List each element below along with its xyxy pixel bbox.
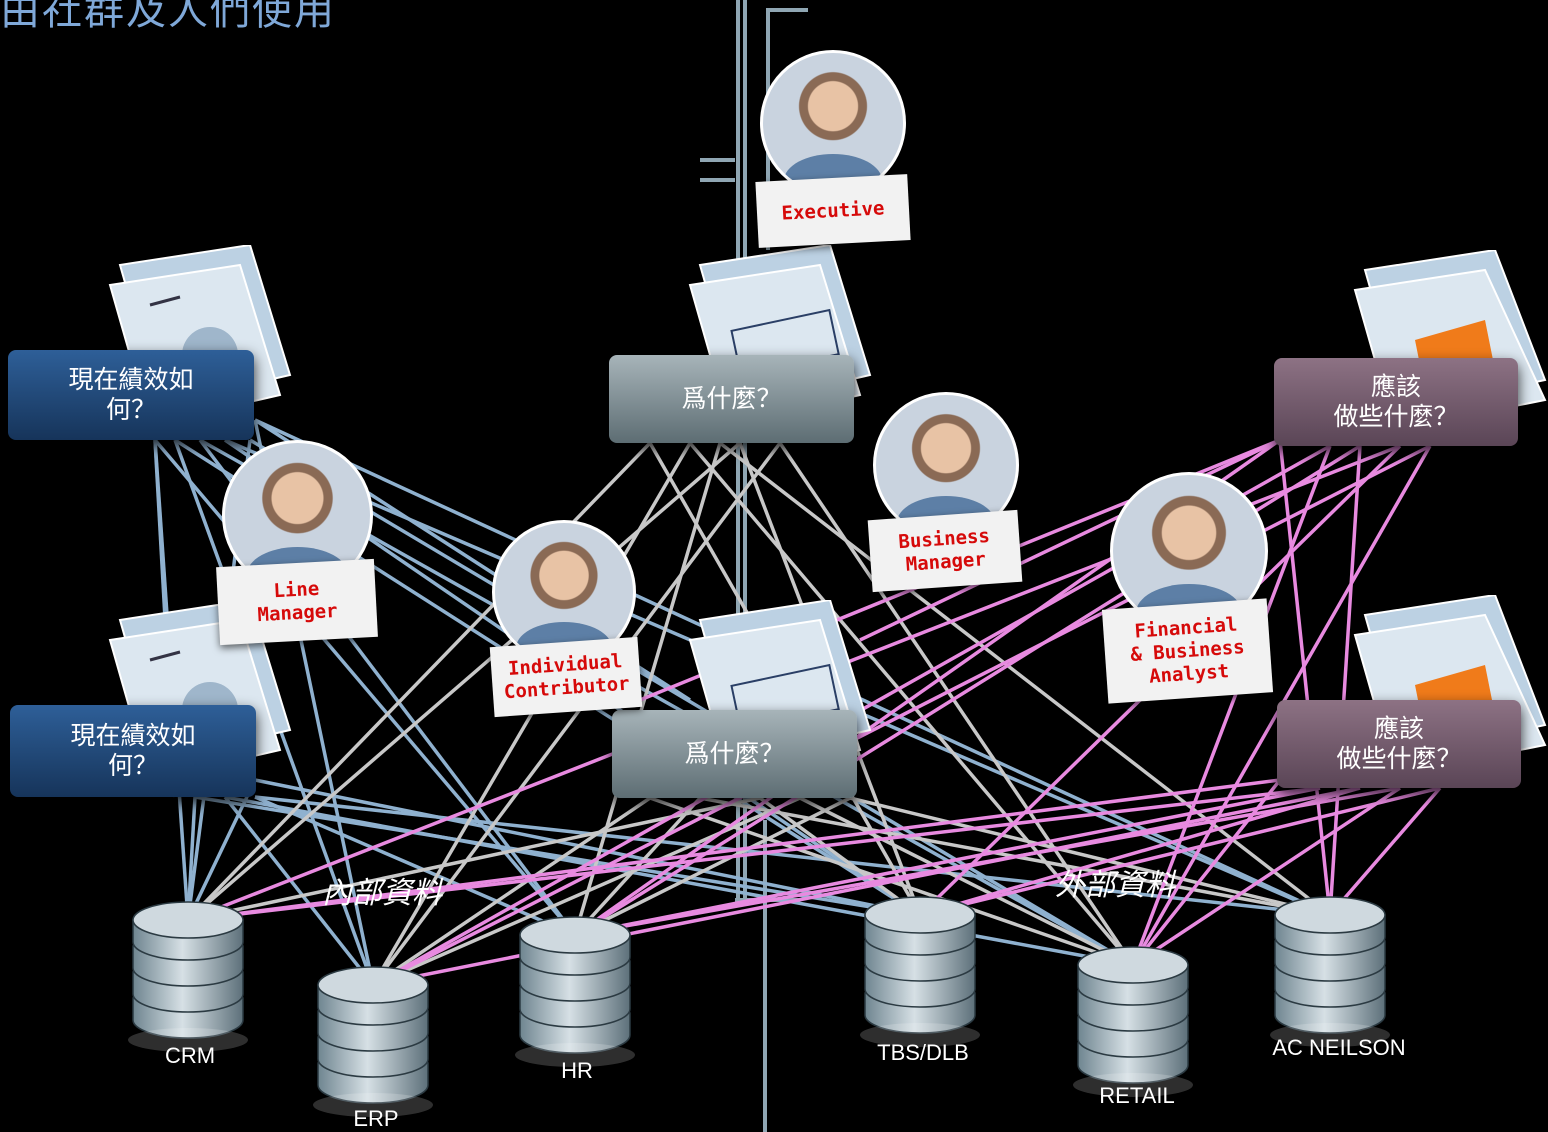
connection-line bbox=[187, 786, 1321, 922]
erp-label: ERP bbox=[353, 1106, 399, 1131]
connection-line bbox=[574, 786, 1321, 937]
connection-line bbox=[919, 786, 1361, 917]
retail-label: RETAIL bbox=[1099, 1083, 1175, 1108]
connection-line bbox=[371, 441, 782, 987]
connection-line bbox=[372, 796, 801, 987]
hr-label: HR bbox=[561, 1058, 593, 1083]
how-performing-box: 現在績效如 何？ bbox=[10, 705, 256, 797]
connection-line bbox=[187, 796, 761, 922]
connection-line bbox=[372, 796, 651, 987]
what-to-do-box: 應該 做些什麼？ bbox=[1277, 700, 1521, 788]
connection-line bbox=[223, 795, 375, 987]
connection-line bbox=[254, 795, 576, 937]
connection-line bbox=[1132, 786, 1401, 967]
database-icon-tbs bbox=[860, 896, 980, 1047]
connection-line bbox=[186, 796, 197, 921]
connection-line bbox=[254, 795, 1331, 917]
connection-line bbox=[849, 796, 1331, 917]
database-icon-crm bbox=[128, 901, 248, 1052]
database-icon-acn bbox=[1270, 896, 1390, 1047]
page-title: 由社群及人們使用 bbox=[0, 0, 336, 34]
connection-line bbox=[1328, 786, 1442, 917]
connection-line bbox=[574, 796, 851, 937]
connection-line bbox=[919, 786, 1441, 917]
connection-line bbox=[859, 438, 1281, 642]
connection-line bbox=[718, 441, 1332, 917]
connection-line bbox=[574, 786, 1401, 937]
internal-data-label: 內部資料 bbox=[322, 876, 442, 911]
why-box: 爲什麼？ bbox=[612, 710, 857, 798]
connection-line bbox=[186, 779, 257, 921]
connection-line bbox=[224, 795, 1134, 967]
tbs-dlb-label: TBS/DLB bbox=[877, 1040, 969, 1065]
crm-label: CRM bbox=[164, 1043, 216, 1068]
connection-line bbox=[688, 441, 1135, 967]
database-icon-hr bbox=[515, 916, 635, 1067]
connection-line bbox=[1131, 445, 1332, 966]
connection-line bbox=[186, 441, 742, 922]
connection-line bbox=[758, 796, 922, 917]
database-icon-erp bbox=[313, 966, 433, 1117]
ac-neilson-label: AC NEILSON bbox=[1272, 1035, 1406, 1060]
database-icon-retail bbox=[1073, 946, 1193, 1097]
why-box: 爲什麼？ bbox=[609, 355, 854, 443]
how-performing-box: 現在績效如 何？ bbox=[8, 350, 254, 440]
executive-avatar bbox=[760, 50, 906, 196]
what-to-do-box: 應該 做些什麼？ bbox=[1274, 358, 1518, 446]
connection-line bbox=[1328, 445, 1362, 916]
connection-line bbox=[1131, 778, 1282, 967]
external-data-label: 外部資料 bbox=[1055, 868, 1175, 903]
connection-line bbox=[187, 778, 1281, 922]
